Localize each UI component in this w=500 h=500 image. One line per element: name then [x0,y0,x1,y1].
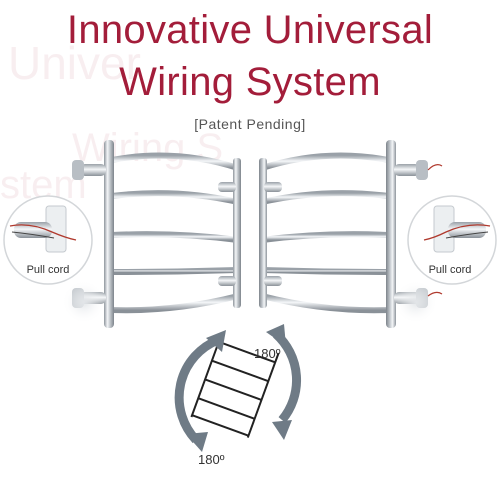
right-callout-pull-cord [407,195,497,285]
rotation-label-top: 180º [254,346,281,361]
rotation-diagram [174,324,302,452]
rotate-right-arrowhead [266,324,286,346]
page-title-line1: Innovative Universal [66,8,434,52]
rotate-left-arrow [174,335,220,444]
rotate-left-arrowhead [206,330,226,352]
left-pull-cord-label: Pull cord [26,264,70,276]
page-title-line2: Wiring System [119,60,381,104]
rotation-label-bottom: 180º [198,452,225,467]
right-towel-rail [259,140,443,328]
left-callout-pull-cord [3,195,93,285]
right-pull-cord-label: Pull cord [428,264,472,276]
left-towel-rail [62,140,241,328]
patent-subtitle: [Patent Pending] [194,116,306,132]
